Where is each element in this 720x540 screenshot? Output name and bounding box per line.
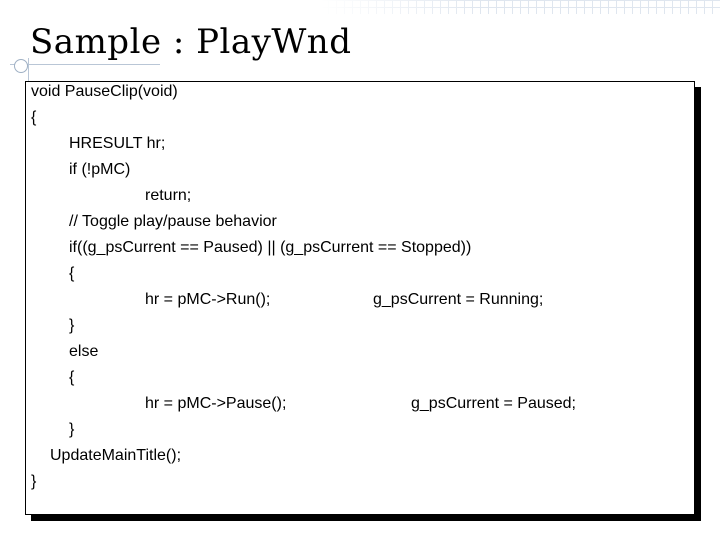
code-box: void PauseClip(void) { HRESULT hr; if (!… xyxy=(25,81,695,515)
title-underline xyxy=(10,64,160,65)
code-line: { xyxy=(69,265,75,282)
code-line: // Toggle play/pause behavior xyxy=(69,213,277,230)
code-line: { xyxy=(31,109,37,126)
code-line: hr = pMC->Run(); xyxy=(145,291,271,308)
code-line: g_psCurrent = Running; xyxy=(373,291,544,308)
code-line: UpdateMainTitle(); xyxy=(50,447,182,464)
code-line: return; xyxy=(145,187,192,204)
code-line: } xyxy=(69,421,75,438)
code-line: if (!pMC) xyxy=(69,161,131,178)
code-line: g_psCurrent = Paused; xyxy=(411,395,576,412)
code-line: } xyxy=(31,473,37,490)
slide-title: Sample : PlayWnd xyxy=(30,22,352,62)
code-line: { xyxy=(69,369,75,386)
title-bullet-circle xyxy=(14,59,28,73)
code-line: hr = pMC->Pause(); xyxy=(145,395,287,412)
code-line: if((g_psCurrent == Paused) || (g_psCurre… xyxy=(69,239,472,256)
title-vertical-rule xyxy=(28,58,29,88)
code-line: void PauseClip(void) xyxy=(31,83,178,100)
code-line: HRESULT hr; xyxy=(69,135,166,152)
code-line: else xyxy=(69,343,99,360)
code-line: } xyxy=(69,317,75,334)
header-grid-decoration xyxy=(320,0,720,14)
